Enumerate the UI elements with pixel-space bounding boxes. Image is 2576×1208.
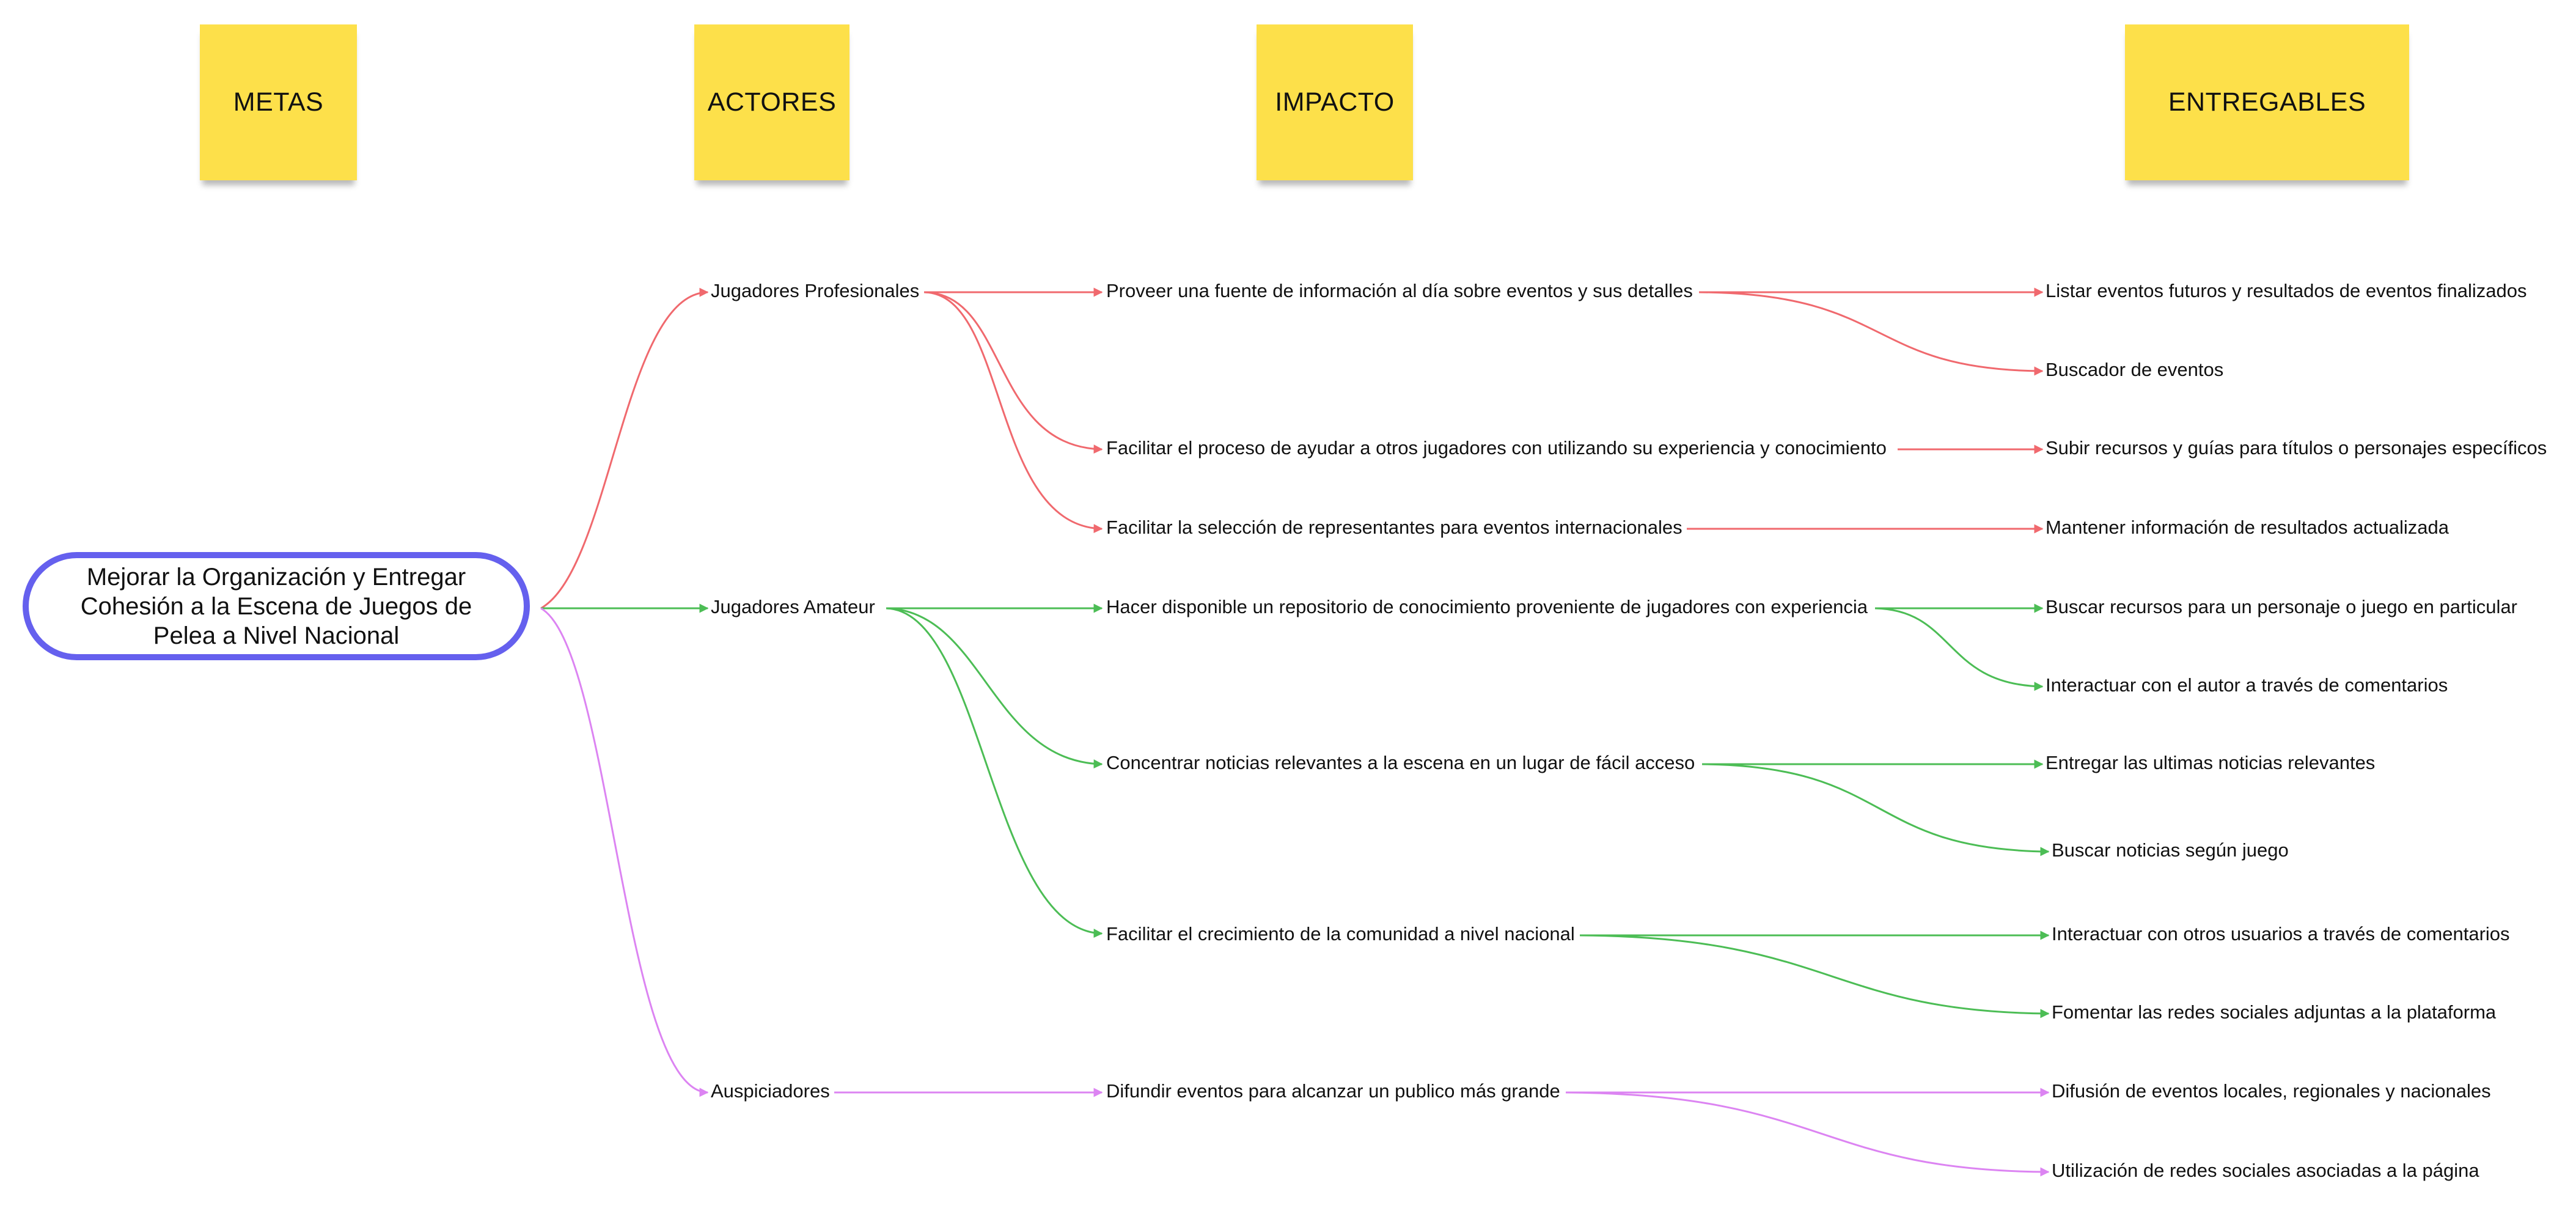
connector-goal-profesionales[interactable] [540,287,709,610]
actor-jugadores-profesionales[interactable]: Jugadores Profesionales [711,280,920,301]
goal-label: Mejorar la Organización y Entregar Cohes… [80,563,472,649]
sticky-label-impacto: IMPACTO [1275,87,1395,117]
deliverable-node-5[interactable]: Buscar recursos para un personaje o jueg… [2046,596,2518,617]
sticky-label-metas: METAS [233,87,324,117]
deliverable-node-4[interactable]: Mantener información de resultados actua… [2046,517,2449,538]
actor-jugadores-amateur[interactable]: Jugadores Amateur [711,596,875,617]
sticky-note-metas[interactable]: METAS [200,24,357,180]
impact-node-1[interactable]: Proveer una fuente de información al día… [1106,280,1693,301]
deliverable-node-9[interactable]: Interactuar con otros usuarios a través … [2052,923,2510,945]
deliverable-node-8[interactable]: Buscar noticias según juego [2052,839,2289,861]
deliverable-node-10[interactable]: Fomentar las redes sociales adjuntas a l… [2052,1001,2497,1023]
impact-node-7[interactable]: Difundir eventos para alcanzar un public… [1106,1080,1560,1102]
connector-profesionales-i3[interactable] [923,291,1103,534]
deliverable-node-12[interactable]: Utilización de redes sociales asociadas … [2052,1160,2479,1181]
impact-node-6[interactable]: Facilitar el crecimiento de la comunidad… [1106,923,1575,945]
connector-i5-d8[interactable] [1701,763,2050,856]
sticky-note-actores[interactable]: ACTORES [694,24,849,180]
impact-node-3[interactable]: Facilitar la selección de representantes… [1106,517,1682,538]
connector-amateur-i5[interactable] [886,607,1103,769]
connector-i6-d10[interactable] [1579,934,2050,1018]
connector-i4-d6[interactable] [1874,607,2044,691]
goal-node[interactable]: Mejorar la Organización y Entregar Cohes… [23,552,530,660]
connector-profesionales-i2[interactable] [923,291,1103,454]
deliverable-node-11[interactable]: Difusión de eventos locales, regionales … [2052,1080,2491,1102]
sticky-label-actores: ACTORES [707,87,837,117]
sticky-note-impacto[interactable]: IMPACTO [1257,24,1413,180]
deliverable-node-3[interactable]: Subir recursos y guías para títulos o pe… [2046,437,2547,459]
actor-auspiciadores[interactable]: Auspiciadores [711,1080,830,1102]
connector-i1-d2[interactable] [1698,291,2044,376]
connector-amateur-i6[interactable] [886,607,1103,938]
impact-node-4[interactable]: Hacer disponible un repositorio de conoc… [1106,596,1868,617]
connector-goal-auspiciadores[interactable] [540,607,709,1097]
sticky-label-entregables: ENTREGABLES [2168,87,2366,117]
connector-i7-d12[interactable] [1565,1091,2050,1177]
impact-node-5[interactable]: Concentrar noticias relevantes a la esce… [1106,752,1695,773]
deliverable-node-2[interactable]: Buscador de eventos [2046,359,2224,380]
deliverable-node-6[interactable]: Interactuar con el autor a través de com… [2046,674,2448,696]
deliverable-node-7[interactable]: Entregar las ultimas noticias relevantes [2046,752,2376,773]
sticky-note-entregables[interactable]: ENTREGABLES [2125,24,2409,180]
impact-node-2[interactable]: Facilitar el proceso de ayudar a otros j… [1106,437,1887,459]
deliverable-node-1[interactable]: Listar eventos futuros y resultados de e… [2046,280,2527,301]
